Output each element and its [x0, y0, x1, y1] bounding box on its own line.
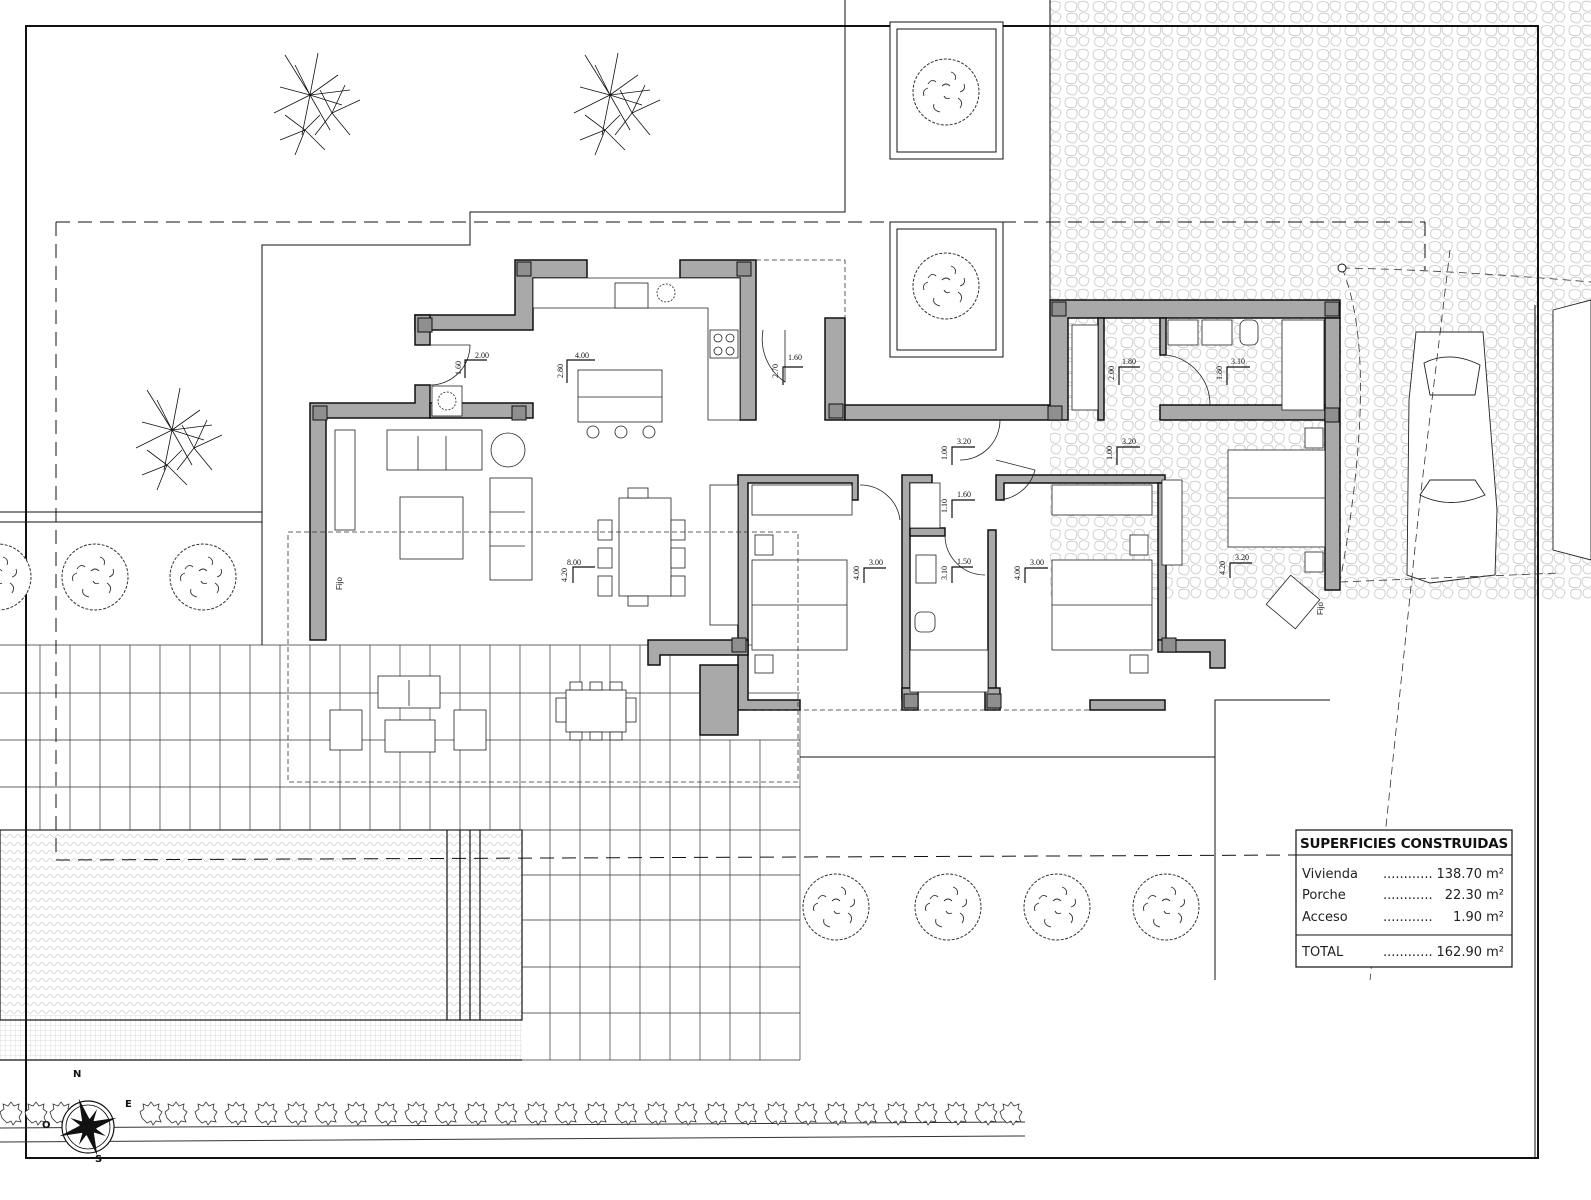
living-height: 4.20 [560, 568, 569, 582]
shrub-icon [802, 873, 870, 941]
shrub-icon [914, 873, 982, 941]
row-label-porche: Porche [1302, 888, 1346, 903]
row-label-acceso: Acceso [1302, 910, 1348, 925]
hall-left-width: 3.20 [957, 437, 971, 446]
total-label: TOTAL [1301, 945, 1344, 960]
shrub-icon [1132, 873, 1200, 941]
entry-height: 2.70 [771, 364, 780, 378]
row-value-acceso: 1.90 m² [1453, 910, 1504, 925]
closet-height: 1.10 [940, 499, 949, 513]
shrub-icon [1023, 873, 1091, 941]
row-dots: ............ [1383, 888, 1433, 903]
doors [429, 329, 1211, 576]
ensuite-height: 1.80 [1215, 366, 1224, 380]
row-dots: ............ [1383, 945, 1433, 960]
bedroom2-width: 3.00 [869, 558, 883, 567]
car [1406, 331, 1498, 584]
pool [0, 830, 522, 1020]
bedroom2-height: 4.00 [852, 566, 861, 580]
shrub-icon [169, 543, 237, 611]
window-label-living: Fijo [335, 577, 344, 590]
planter-box-1 [889, 21, 1004, 160]
bathroom-width: 1.50 [957, 557, 971, 566]
shrub-icon [61, 543, 129, 611]
kitchen-width: 4.00 [575, 351, 589, 360]
hall-left-height: 1.00 [940, 446, 949, 460]
window-label-master: Fijo [1316, 602, 1325, 615]
compass-south: S [95, 1154, 102, 1165]
terrace-furniture [329, 675, 637, 753]
palm-icon [135, 387, 223, 491]
closet-width: 1.60 [957, 490, 971, 499]
master-width: 3.20 [1235, 553, 1249, 562]
hedge-row [0, 1101, 1026, 1143]
hall-right-height: 1.00 [1105, 446, 1114, 460]
planter-box-2 [889, 221, 1004, 358]
row-value-vivienda: 138.70 m² [1437, 867, 1505, 882]
laundry-height: 1.60 [454, 361, 463, 375]
master-height: 4.20 [1218, 561, 1227, 575]
laundry-width: 2.00 [475, 351, 489, 360]
palm-icon [573, 52, 661, 156]
walkin-height: 2.00 [1107, 366, 1116, 380]
bedroom3-height: 4.00 [1013, 566, 1022, 580]
row-dots: ............ [1383, 867, 1433, 882]
row-dots: ............ [1383, 910, 1433, 925]
bedroom3-width: 3.00 [1030, 558, 1044, 567]
compass-east: E [125, 1099, 132, 1110]
hall-right-width: 3.20 [1122, 437, 1136, 446]
pool-deck-grid [0, 1015, 522, 1060]
table-title: SUPERFICIES CONSTRUIDAS [1300, 837, 1508, 852]
row-value-porche: 22.30 m² [1445, 888, 1504, 903]
bathroom-height: 3.10 [940, 566, 949, 580]
compass-north: N [73, 1069, 81, 1080]
total-value: 162.90 m² [1437, 945, 1505, 960]
walkin-width: 1.80 [1122, 357, 1136, 366]
compass-west: O [42, 1120, 51, 1131]
palm-icon [273, 52, 361, 156]
surface-table: SUPERFICIES CONSTRUIDAS Vivienda .......… [1295, 829, 1513, 968]
kitchen-height: 2.80 [556, 364, 565, 378]
gate-pivot-icon [1337, 263, 1347, 273]
ensuite-width: 3.10 [1231, 357, 1245, 366]
row-label-vivienda: Vivienda [1302, 867, 1358, 882]
dimension-labels: 4.00 2.80 2.00 1.60 1.60 2.70 8.00 4.20 … [335, 351, 1325, 615]
entry-width: 1.60 [788, 353, 802, 362]
furniture [334, 277, 1326, 693]
living-width: 8.00 [567, 558, 581, 567]
compass-rose [59, 1098, 117, 1156]
